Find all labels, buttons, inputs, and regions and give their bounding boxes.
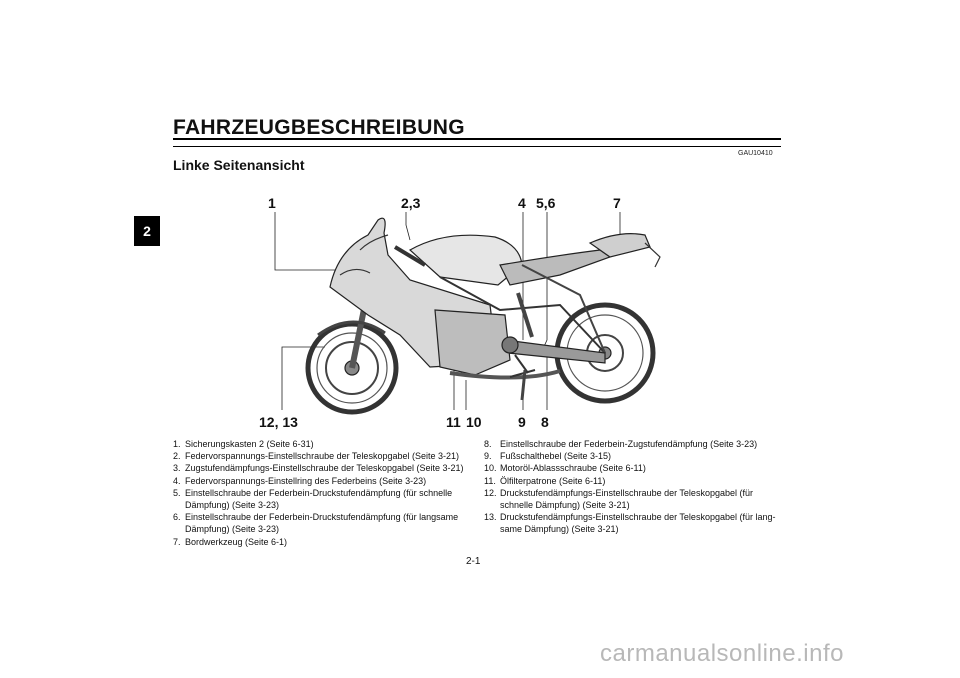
fuel-tank bbox=[410, 235, 522, 285]
legend-item: 3.Zugstufendämpfungs-Einstellschraube de… bbox=[173, 462, 473, 474]
rear-shock bbox=[518, 293, 532, 337]
legend-item: 6.Einstellschraube der Federbein-Druckst… bbox=[173, 511, 473, 535]
callout-11: 11 bbox=[446, 414, 461, 430]
legend-item: 11.Ölfilterpatrone (Seite 6-11) bbox=[484, 475, 784, 487]
sprocket-cover bbox=[502, 337, 518, 353]
parts-legend-left: 1.Sicherungskasten 2 (Seite 6-31) 2.Fede… bbox=[173, 438, 473, 548]
callout-8: 8 bbox=[541, 414, 549, 430]
motorcycle-illustration-left-side bbox=[260, 195, 680, 415]
legend-item: 10.Motoröl-Ablassschraube (Seite 6-11) bbox=[484, 462, 784, 474]
parts-legend-right: 8.Einstellschraube der Federbein-Zugstuf… bbox=[484, 438, 784, 536]
legend-item: 5.Einstellschraube der Federbein-Druckst… bbox=[173, 487, 473, 511]
watermark: carmanualsonline.info bbox=[600, 640, 844, 668]
callout-9: 9 bbox=[518, 414, 526, 430]
section-title: Linke Seitenansicht bbox=[173, 157, 304, 173]
legend-item: 7.Bordwerkzeug (Seite 6-1) bbox=[173, 536, 473, 548]
callout-12-13: 12, 13 bbox=[259, 414, 298, 430]
legend-item: 12.Druckstufendämpfungs-Einstellschraube… bbox=[484, 487, 784, 511]
engine bbox=[435, 310, 510, 375]
page-number: 2-1 bbox=[466, 556, 480, 567]
shift-lever bbox=[510, 355, 535, 377]
callout-10: 10 bbox=[466, 414, 482, 430]
reference-code: GAU10410 bbox=[738, 150, 773, 157]
legend-item: 13.Druckstufendämpfungs-Einstellschraube… bbox=[484, 511, 784, 535]
page-title: FAHRZEUGBESCHREIBUNG bbox=[173, 116, 465, 140]
legend-item: 2.Federvorspannungs-Einstellschraube der… bbox=[173, 450, 473, 462]
legend-item: 1.Sicherungskasten 2 (Seite 6-31) bbox=[173, 438, 473, 450]
legend-item: 4.Federvorspannungs-Einstellring des Fed… bbox=[173, 475, 473, 487]
legend-item: 8.Einstellschraube der Federbein-Zugstuf… bbox=[484, 438, 784, 450]
legend-item: 9.Fußschalthebel (Seite 3-15) bbox=[484, 450, 784, 462]
chapter-tab: 2 bbox=[134, 216, 160, 246]
title-divider bbox=[173, 138, 781, 147]
